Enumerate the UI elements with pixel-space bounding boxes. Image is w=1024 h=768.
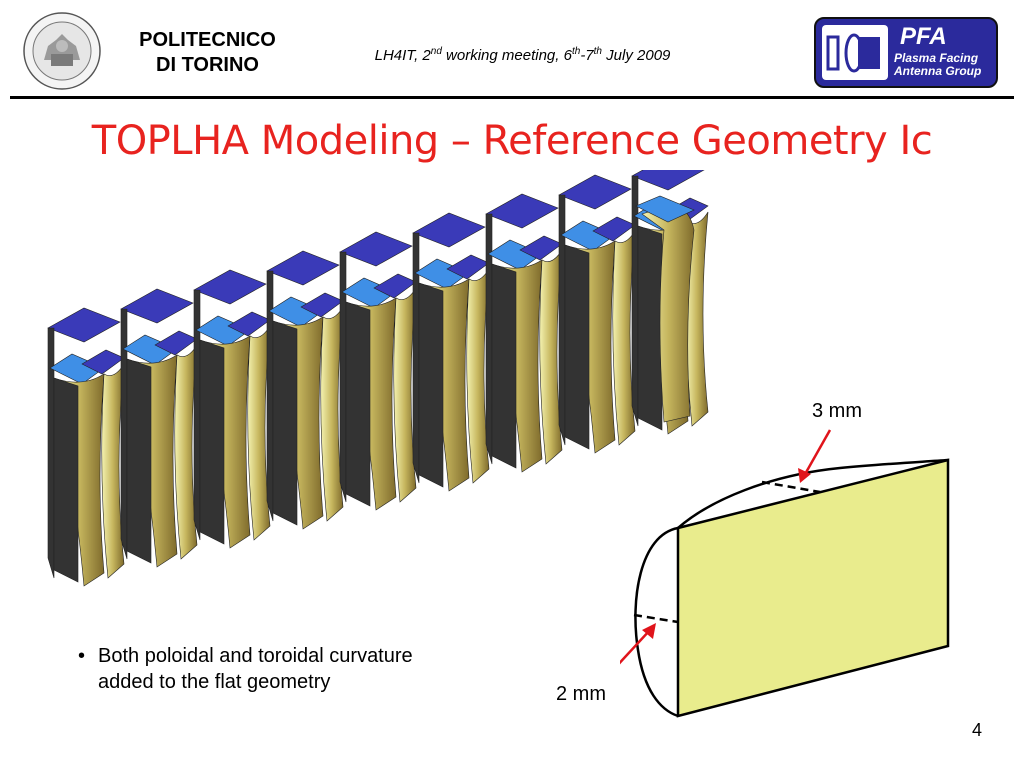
blade-face-second (174, 344, 198, 560)
blade-face-second (393, 287, 417, 503)
detail-front-face (676, 458, 950, 718)
blade-top-back (631, 170, 705, 191)
blade-top-back (120, 288, 194, 324)
detail-side-curve (634, 526, 679, 718)
dimension-label-3mm: 3 mm (812, 400, 862, 422)
blade-face-second (466, 268, 490, 484)
pfa-logo-subtitle-line2: Antenna Group (894, 64, 982, 78)
arrow-2mm (620, 629, 651, 665)
blade-face-side (53, 377, 79, 583)
meeting-sup-nd: nd (430, 46, 442, 57)
slide-title: TOPLHA Modeling – Reference Geometry Ic (91, 118, 933, 164)
page-number: 4 (972, 720, 983, 740)
blade-face-side (199, 339, 225, 545)
blade-face-second (247, 325, 271, 541)
meeting-mid: working meeting, 6 (441, 47, 572, 64)
university-seal-logo (23, 12, 101, 90)
meeting-mid2: -7 (580, 47, 594, 64)
blade-face-side (418, 282, 444, 488)
header-divider (10, 96, 1014, 99)
blade-face-second (101, 363, 125, 579)
blade-top-end (635, 195, 695, 223)
meeting-prefix: LH4IT, 2 (374, 47, 431, 64)
blade-side (412, 232, 420, 484)
bullet-point: • Both poloidal and toroidal curvature ad… (78, 643, 498, 695)
blade-face-side (272, 320, 298, 526)
blade-side (266, 270, 274, 522)
blade-face-side (564, 244, 590, 450)
blade-face-second (539, 249, 563, 465)
blade-top-back (485, 193, 559, 229)
blade-side (339, 251, 347, 503)
dimension-label-2mm: 2 mm (556, 683, 606, 705)
pfa-logo-subtitle: Plasma Facing Antenna Group (894, 52, 994, 78)
blade-top-back (339, 231, 413, 267)
pfa-logo-subtitle-line1: Plasma Facing (894, 51, 979, 65)
arrow-3mm (802, 429, 832, 477)
blade-face-side (126, 358, 152, 564)
blade-face-side (491, 263, 517, 469)
blade-top-back (558, 174, 632, 210)
arrow-2mm-head (642, 623, 656, 639)
institution-name-line2: DI TORINO (156, 54, 259, 76)
blade-top-back (193, 269, 267, 305)
detail-side-dashed-line (633, 613, 679, 624)
blade-side (47, 327, 55, 579)
meeting-caption: LH4IT, 2nd working meeting, 6th-7th July… (350, 46, 695, 64)
blade-side (631, 175, 639, 427)
blade-face-side (345, 301, 371, 507)
blade-side (558, 194, 566, 446)
blade-face-side (637, 225, 663, 431)
meeting-sup-th2: th (593, 46, 602, 57)
curvature-detail-drawing (620, 429, 950, 718)
blade-face-second (612, 230, 636, 446)
institution-name: POLITECNICO DI TORINO (115, 28, 300, 78)
meeting-sup-th1: th (571, 46, 581, 57)
detail-top-dashed-line (761, 480, 821, 494)
blade-side (485, 213, 493, 465)
blade-top-back (47, 307, 121, 343)
arrow-3mm-head (798, 468, 811, 483)
meeting-suffix: July 2009 (602, 47, 671, 64)
blade-top-back (266, 250, 340, 286)
blade-side (120, 308, 128, 560)
blade-face-end (641, 203, 695, 423)
bullet-marker: • (78, 645, 86, 667)
detail-top-curve (677, 458, 949, 529)
antenna-geometry-illustration (47, 170, 709, 587)
blade-side (193, 289, 201, 541)
pfa-logo-title: PFA (900, 23, 947, 50)
blade-top-back (412, 212, 486, 248)
blade-face-second (320, 306, 344, 522)
antenna-blade-array (47, 170, 709, 587)
bullet-line2: added to the flat geometry (98, 671, 331, 693)
pfa-logo (814, 17, 998, 88)
institution-name-line1: POLITECNICO (139, 29, 276, 51)
bullet-line1: Both poloidal and toroidal curvature (98, 645, 413, 667)
